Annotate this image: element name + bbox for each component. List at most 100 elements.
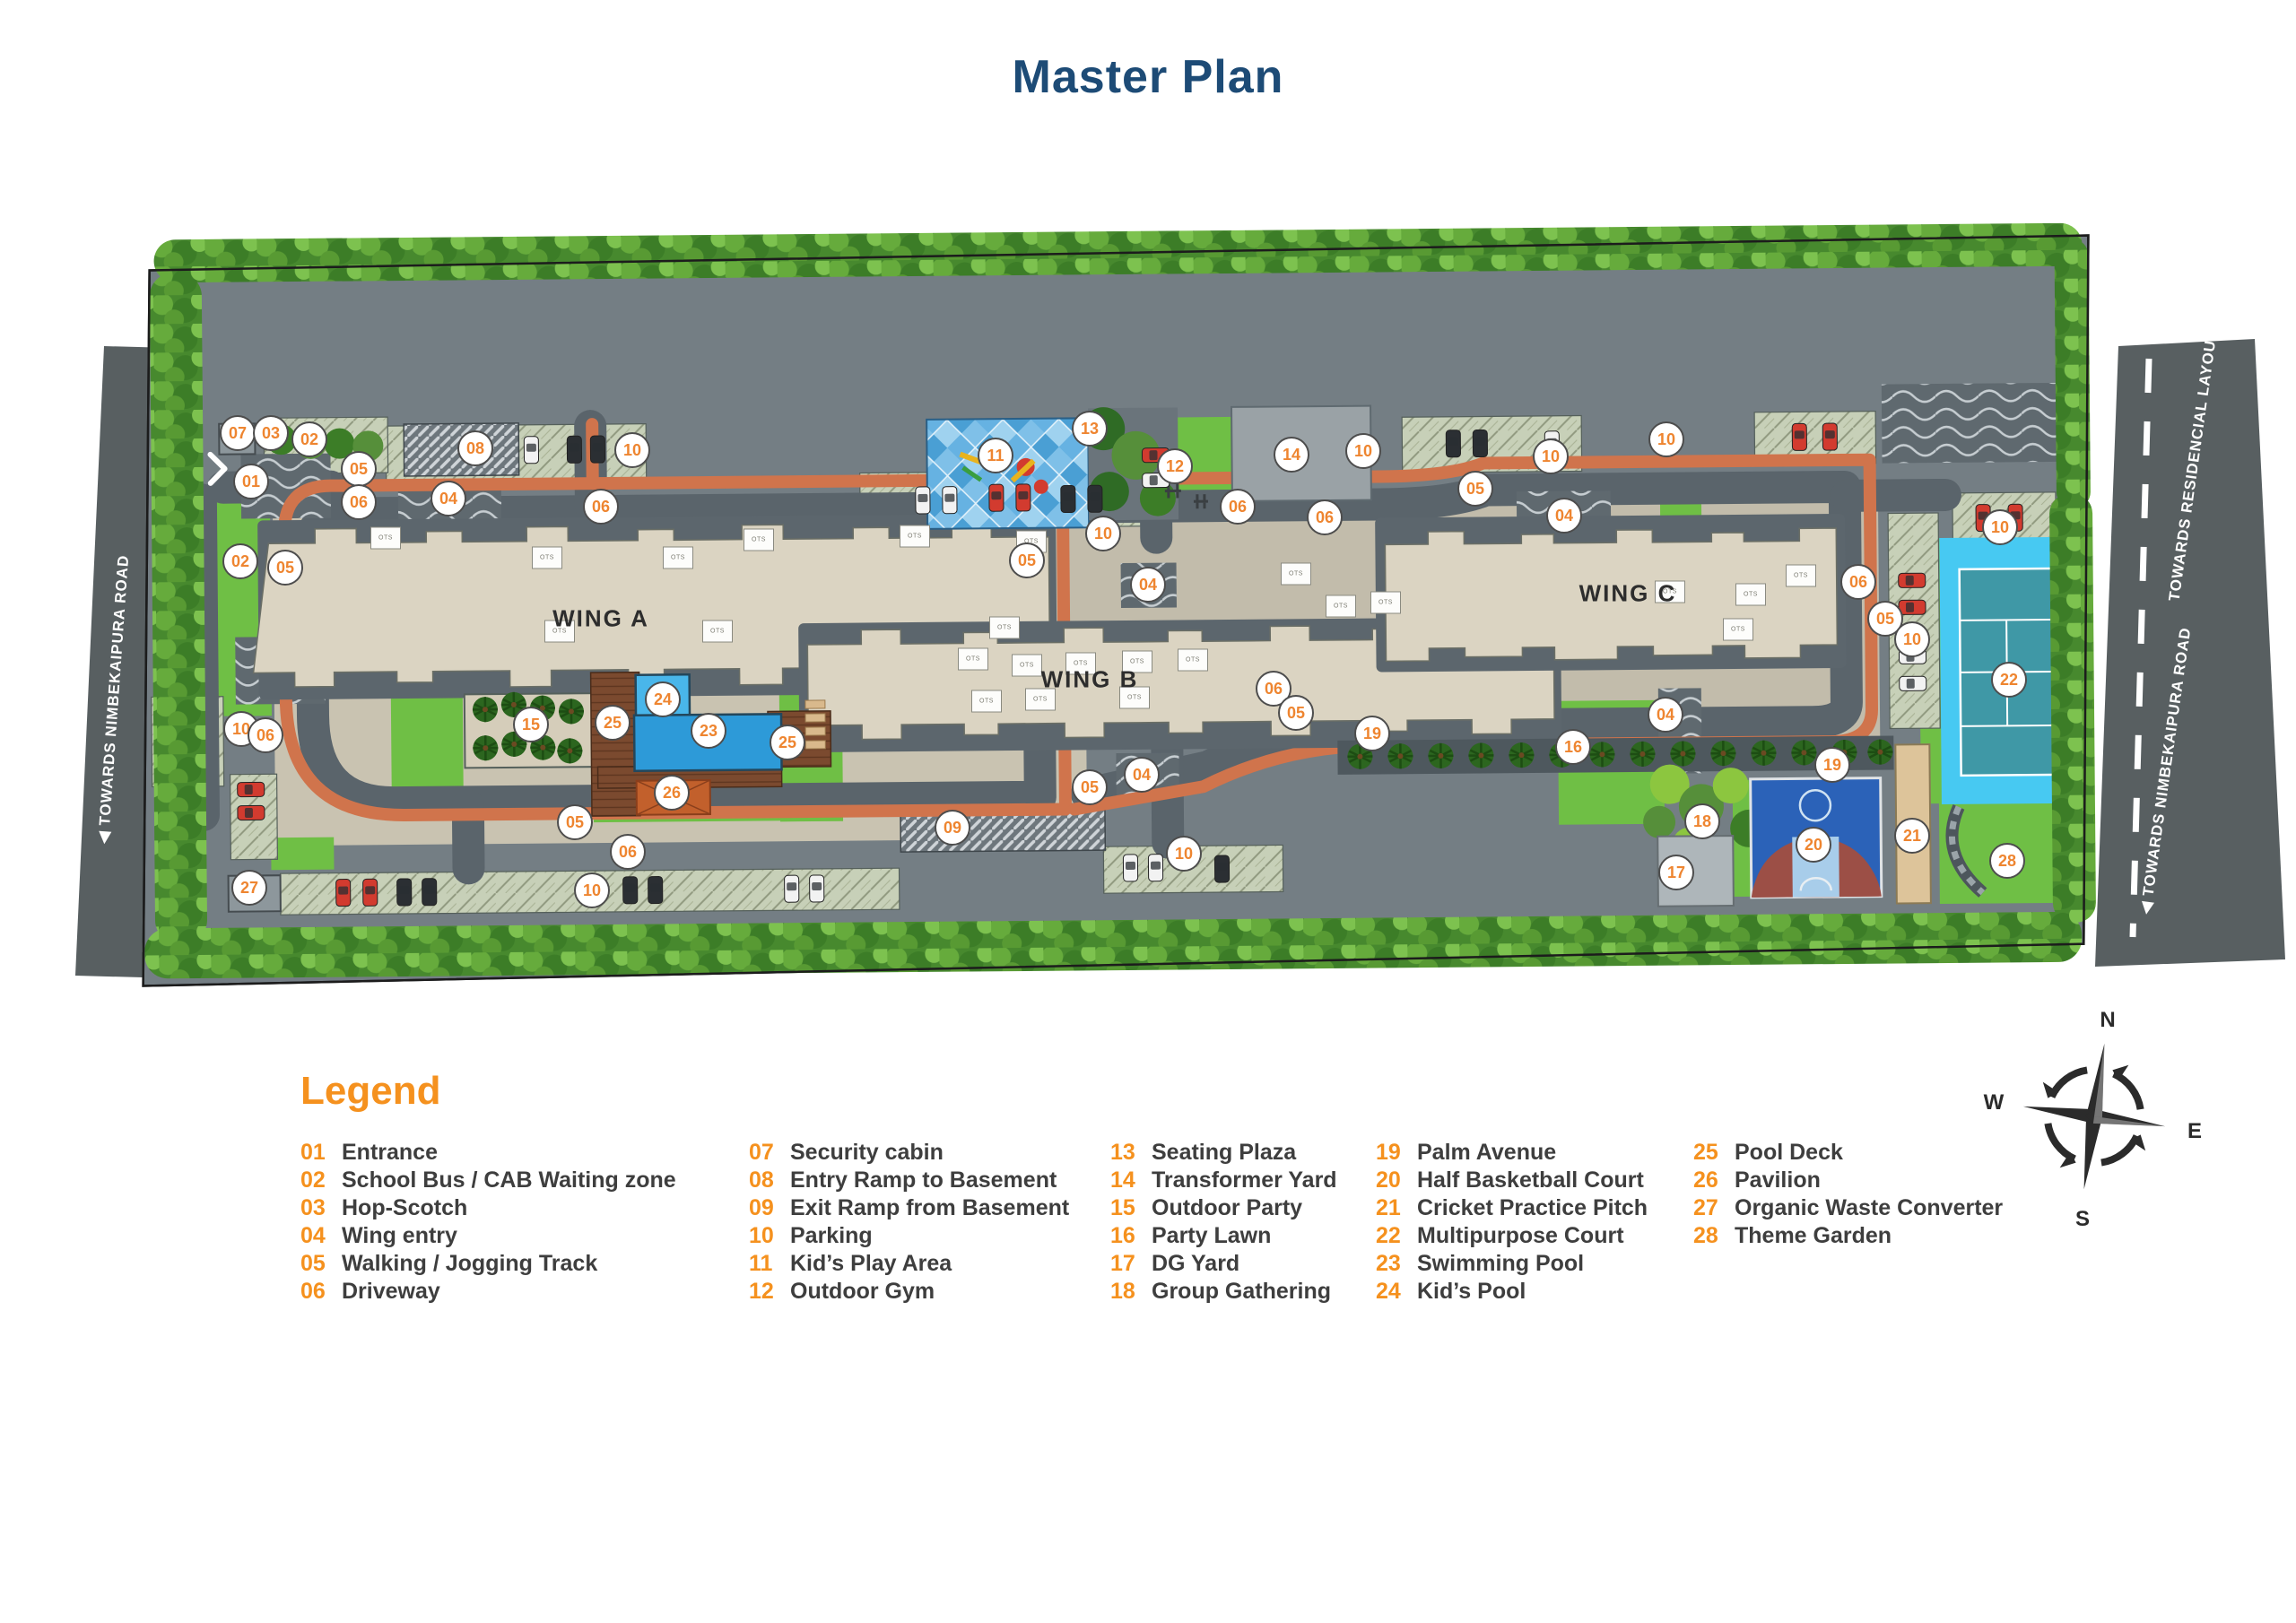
legend-item-number: 02 (300, 1167, 326, 1193)
ots-box: OTS (1370, 591, 1401, 614)
legend-item-label: Outdoor Party (1152, 1195, 1303, 1220)
plan-marker: 06 (1220, 489, 1256, 525)
legend-item-label: Kid’s Pool (1417, 1279, 1526, 1304)
legend-item-label: Half Basketball Court (1417, 1167, 1644, 1193)
legend-item-number: 25 (1693, 1140, 1718, 1165)
legend-item-number: 05 (300, 1251, 326, 1276)
legend-item-number: 09 (749, 1195, 774, 1220)
plan-marker: 27 (231, 870, 267, 906)
plan-marker: 06 (583, 489, 619, 525)
legend-item-label: Multipurpose Court (1417, 1223, 1624, 1248)
plan-marker: 11 (978, 438, 1013, 473)
legend-item-number: 12 (749, 1279, 774, 1304)
plan-marker: 12 (1157, 448, 1193, 484)
palm-avenue (1337, 735, 1894, 775)
page-title: Master Plan (1012, 51, 1284, 103)
site-boundary (142, 234, 2090, 987)
plan-marker: 20 (1796, 827, 1831, 863)
legend-item-number: 01 (300, 1140, 326, 1165)
legend-item-label: Organic Waste Converter (1735, 1195, 2004, 1220)
plan-marker: 09 (935, 810, 970, 846)
legend-item-label: Transformer Yard (1152, 1167, 1337, 1193)
plan-marker: 05 (1009, 542, 1045, 578)
plan-marker: 10 (223, 711, 259, 747)
plan-marker: 07 (220, 415, 256, 451)
legend-item-label: Walking / Jogging Track (342, 1251, 598, 1276)
plan-marker: 06 (341, 484, 377, 520)
legend-item-number: 28 (1693, 1223, 1718, 1248)
plan-marker: 05 (267, 550, 303, 586)
legend-item-number: 14 (1110, 1167, 1135, 1193)
legend-item: 10 Parking (749, 1222, 1110, 1250)
plan-marker: 28 (1989, 843, 2025, 879)
legend-item-label: Outdoor Gym (790, 1279, 935, 1304)
legend-item-number: 20 (1376, 1167, 1401, 1193)
legend-item-number: 24 (1376, 1279, 1401, 1304)
plan-marker: 06 (610, 834, 646, 870)
ots-box: OTS (370, 526, 401, 550)
ots-box: OTS (958, 647, 988, 671)
legend-item-number: 13 (1110, 1140, 1135, 1165)
ots-box: OTS (744, 528, 774, 551)
legend-item-number: 17 (1110, 1251, 1135, 1276)
plan-marker: 03 (253, 415, 289, 451)
plan-marker: 04 (1124, 757, 1160, 793)
legend-item-label: Wing entry (342, 1223, 457, 1248)
theme-garden-path (1945, 803, 1987, 898)
pool-loungers (804, 699, 826, 750)
legend-item-label: Seating Plaza (1152, 1140, 1297, 1165)
legend-item: 14 Transformer Yard (1110, 1167, 1376, 1194)
legend-item-number: 10 (749, 1223, 774, 1248)
ots-box: OTS (1025, 688, 1056, 711)
legend-item-label: Theme Garden (1735, 1223, 1892, 1248)
plan-marker: 10 (614, 432, 650, 468)
plan-marker: 13 (1072, 411, 1108, 447)
plan-marker: 10 (1345, 433, 1381, 469)
legend-item-label: Parking (790, 1223, 873, 1248)
plan-marker: 05 (1072, 769, 1108, 805)
plan-marker: 06 (1307, 499, 1343, 535)
plan-marker: 10 (574, 872, 610, 908)
legend-item-label: Entrance (342, 1140, 438, 1165)
legend-item: 05 Walking / Jogging Track (300, 1250, 749, 1278)
legend-item-label: DG Yard (1152, 1251, 1240, 1276)
right-road: TOWARDS RESIDENCIAL LAYOUT ▶ ◀ TOWARDS N… (2095, 311, 2285, 967)
legend-item-label: Security cabin (790, 1140, 944, 1165)
legend-item-label: Kid’s Play Area (790, 1251, 952, 1276)
ots-box: OTS (1122, 650, 1152, 673)
plan-marker: 05 (557, 804, 593, 840)
plan-marker: 10 (1982, 509, 2018, 545)
legend-item-number: 19 (1376, 1140, 1401, 1165)
legend-item-label: Party Lawn (1152, 1223, 1272, 1248)
plan-marker: 10 (1894, 621, 1930, 657)
plan-marker: 06 (1840, 564, 1876, 600)
plan-marker: 05 (1457, 471, 1493, 507)
legend-item-label: Cricket Practice Pitch (1417, 1195, 1648, 1220)
ots-box: OTS (1178, 648, 1208, 672)
ots-box: OTS (989, 616, 1020, 639)
legend-item-number: 18 (1110, 1279, 1135, 1304)
ots-box: OTS (1735, 583, 1766, 606)
ots-box: OTS (663, 546, 693, 569)
legend-item: 20 Half Basketball Court (1376, 1167, 1693, 1194)
legend-item: 13 Seating Plaza (1110, 1139, 1376, 1167)
legend-item-label: Swimming Pool (1417, 1251, 1585, 1276)
ots-box: OTS (702, 620, 733, 643)
ots-box: OTS (1723, 618, 1753, 641)
plan-marker: 22 (1991, 662, 2027, 698)
